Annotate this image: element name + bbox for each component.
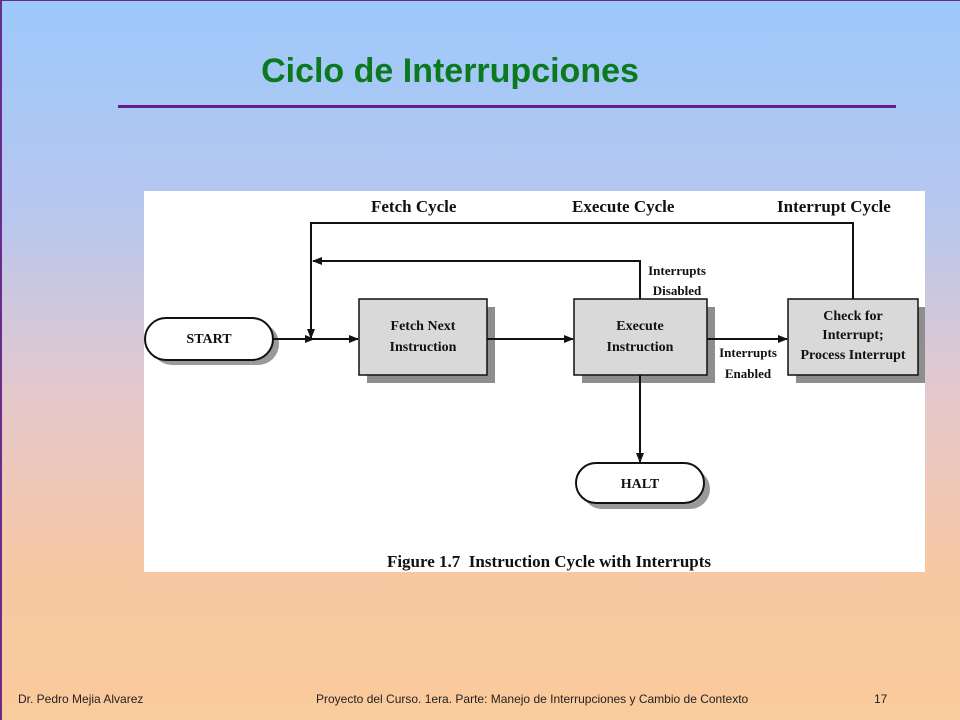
slide-border-left	[0, 0, 2, 720]
fetch-label-line-1: Fetch Next	[391, 319, 456, 334]
loop-interrupt-cycle	[307, 222, 854, 339]
instruction-cycle-figure: Fetch Cycle Execute Cycle Interrupt Cycl…	[144, 191, 926, 572]
execute-label-line-2: Instruction	[607, 340, 674, 355]
loop-interrupts-disabled	[312, 257, 641, 299]
fetch-label-line-2: Instruction	[390, 340, 457, 355]
interrupts-disabled-label-line-2: Disabled	[653, 283, 702, 298]
interrupts-enabled-label-line-1: Interrupts	[719, 345, 777, 360]
footer-course-title: Proyecto del Curso. 1era. Parte: Manejo …	[316, 692, 749, 706]
halt-node: HALT	[575, 462, 710, 509]
figure-caption: Figure 1.7 Instruction Cycle with Interr…	[387, 552, 711, 571]
phase-label-fetch: Fetch Cycle	[371, 197, 457, 216]
phase-label-execute: Execute Cycle	[572, 197, 675, 216]
start-label: START	[186, 332, 232, 347]
check-label-line-1: Check for	[823, 309, 883, 324]
execute-label-line-1: Execute	[616, 319, 663, 334]
fetch-node: Fetch Next Instruction	[358, 298, 495, 383]
execute-node: Execute Instruction	[573, 298, 715, 383]
instruction-cycle-diagram: Fetch Cycle Execute Cycle Interrupt Cycl…	[144, 197, 926, 571]
interrupts-disabled-label-line-1: Interrupts	[648, 263, 706, 278]
slide-border-top	[0, 0, 960, 1]
check-label-line-2: Interrupt;	[822, 328, 883, 343]
footer-author: Dr. Pedro Mejia Alvarez	[18, 692, 144, 706]
slide-title: Ciclo de Interrupciones	[261, 52, 639, 90]
title-underline	[118, 105, 896, 108]
start-node: START	[144, 317, 279, 365]
check-interrupt-node: Check for Interrupt; Process Interrupt	[787, 298, 926, 383]
slide-number: 17	[874, 692, 888, 706]
check-label-line-3: Process Interrupt	[800, 348, 905, 363]
halt-label: HALT	[621, 477, 660, 492]
phase-label-interrupt: Interrupt Cycle	[777, 197, 891, 216]
interrupts-enabled-label-line-2: Enabled	[725, 366, 772, 381]
